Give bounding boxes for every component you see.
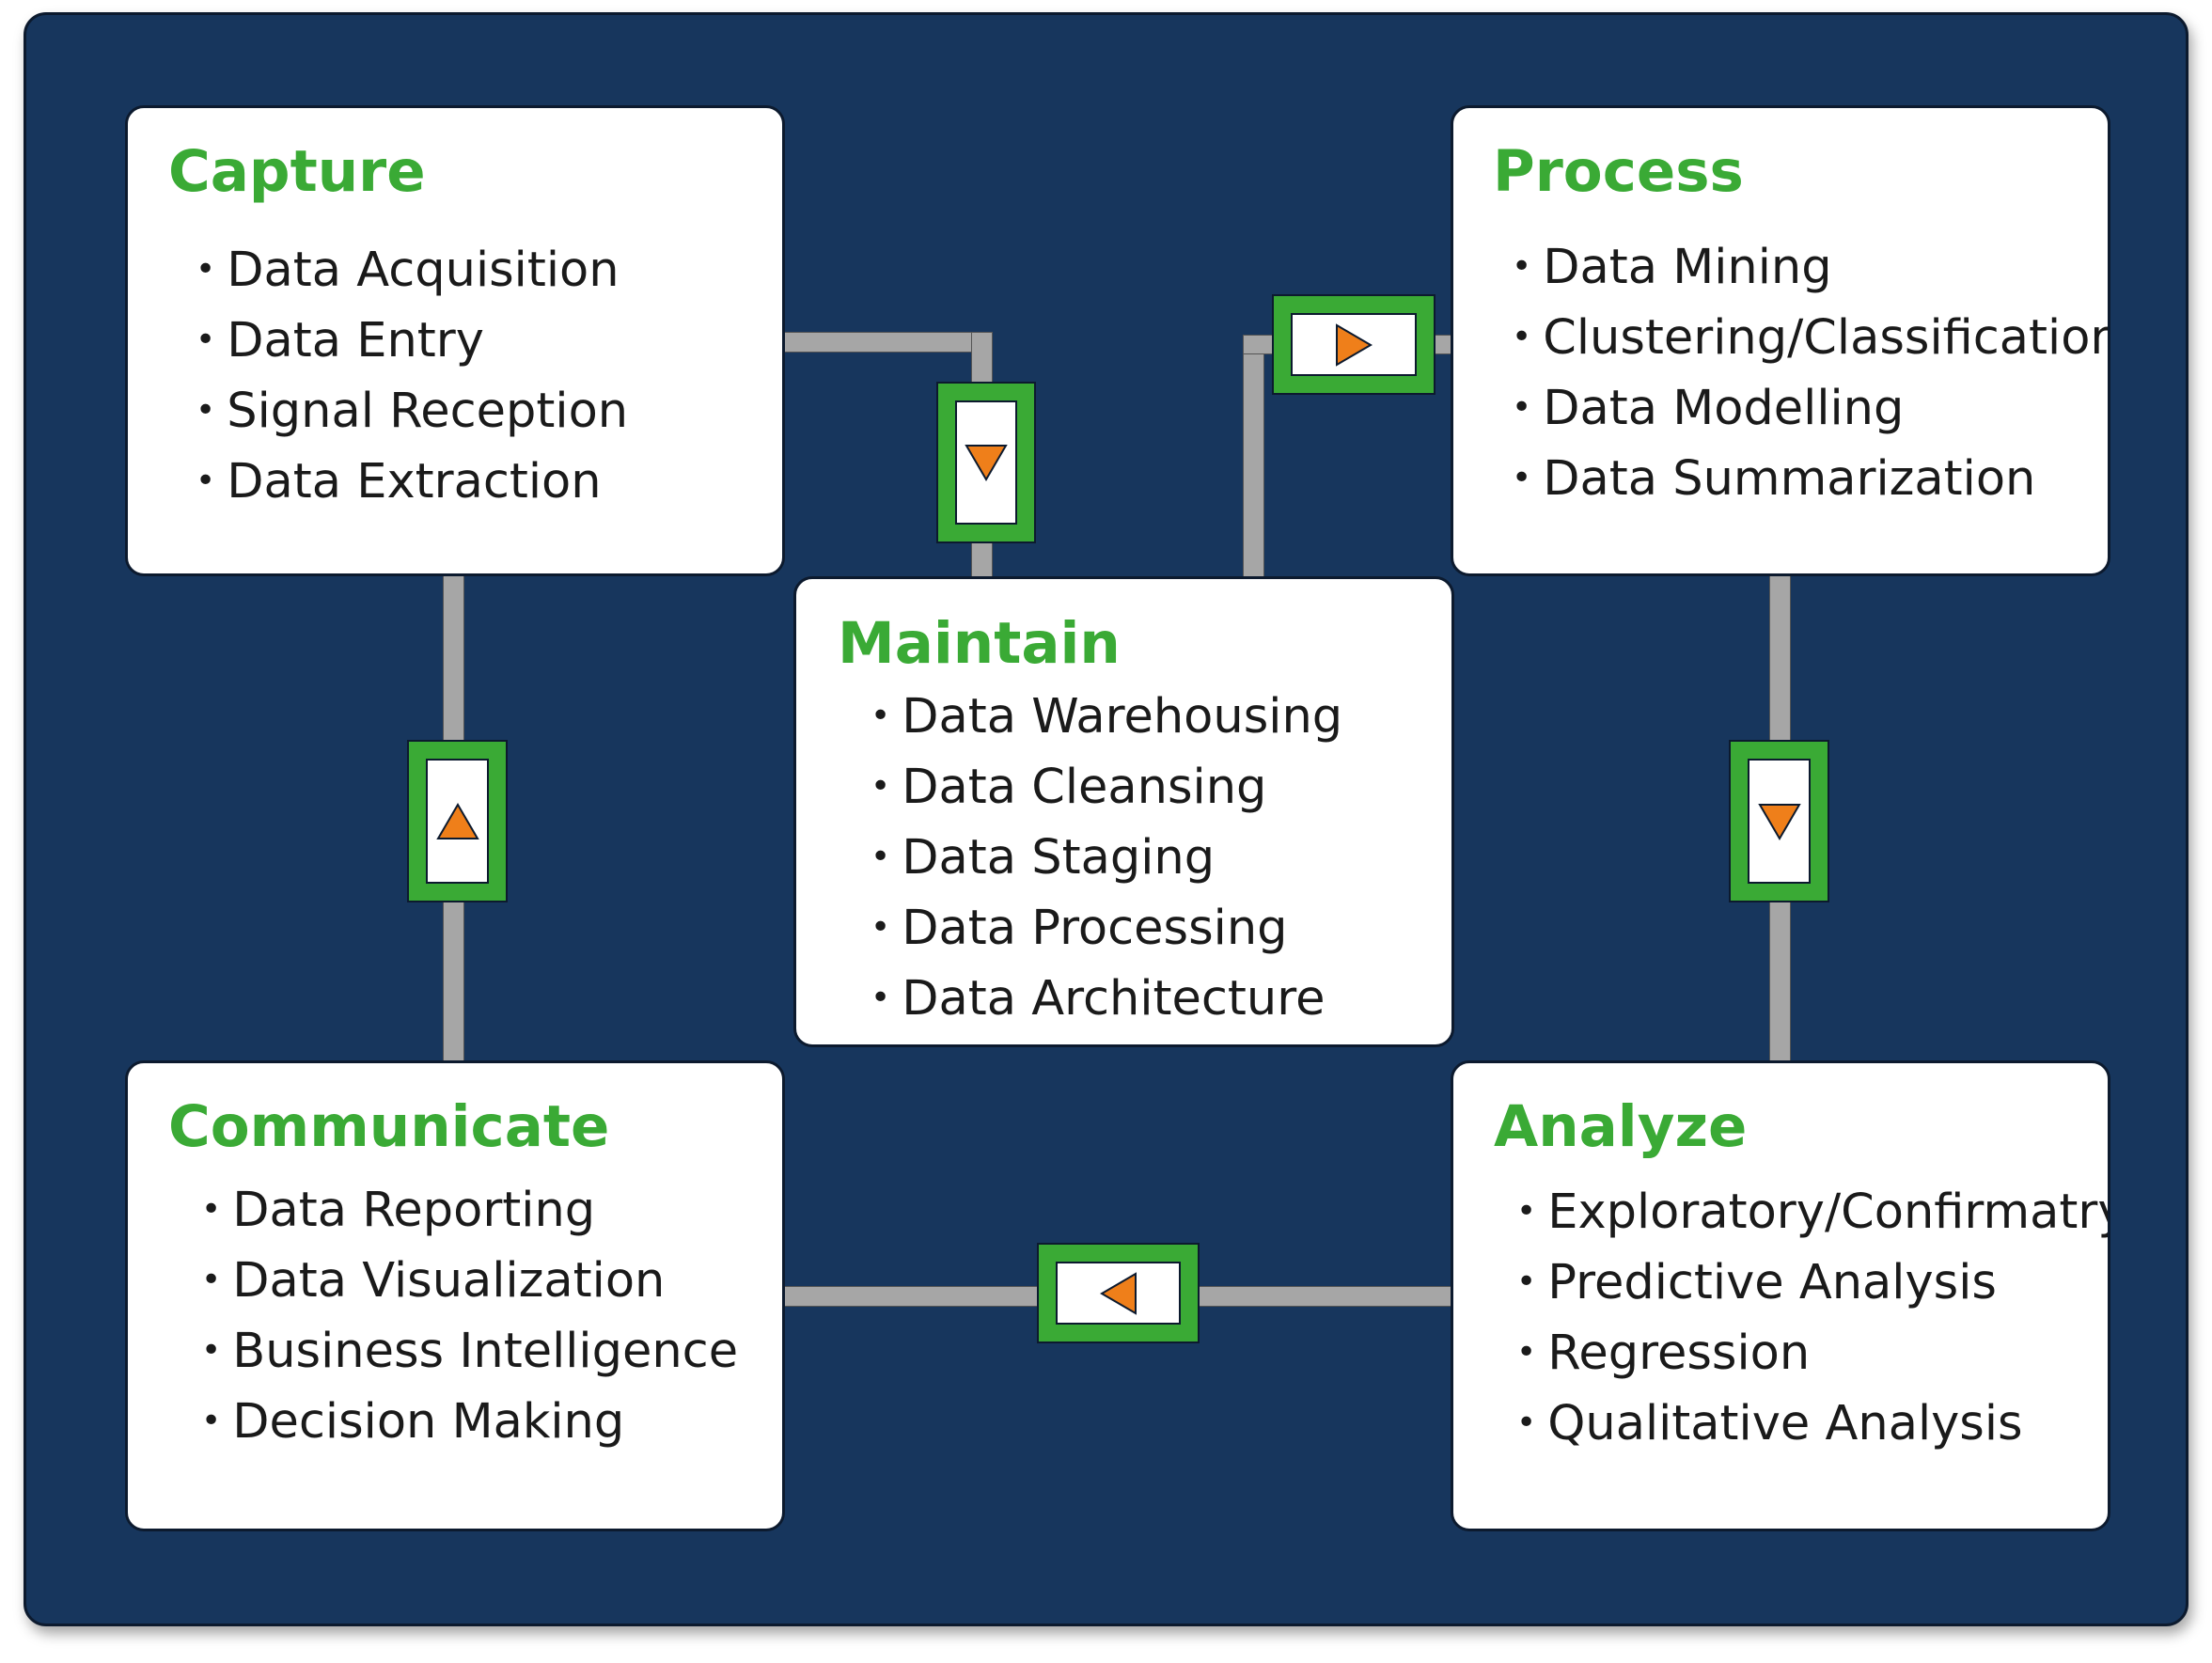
communicate-box: Communicate Data Reporting Data Visualiz… bbox=[125, 1060, 785, 1531]
maintain-box: Maintain Data Warehousing Data Cleansing… bbox=[793, 576, 1454, 1047]
list-item: Regression bbox=[1516, 1321, 2108, 1391]
list-item: Data Acquisition bbox=[196, 238, 628, 308]
valve-process-to-analyze bbox=[1729, 740, 1829, 902]
list-item: Data Processing bbox=[871, 896, 1342, 966]
list-item: Data Warehousing bbox=[871, 684, 1342, 755]
valve-capture-to-maintain bbox=[936, 382, 1036, 543]
connector-capture-maintain-h bbox=[780, 332, 993, 353]
valve-window bbox=[1291, 313, 1417, 376]
list-item: Clustering/Classification bbox=[1512, 306, 2108, 376]
valve-window bbox=[955, 400, 1017, 525]
connector-maintain-process-v bbox=[1243, 335, 1264, 581]
list-item: Exploratory/Confirmatry bbox=[1516, 1180, 2108, 1250]
list-item: Data Staging bbox=[871, 825, 1342, 896]
left-arrow-icon bbox=[1099, 1271, 1137, 1315]
list-item: Data Cleansing bbox=[871, 755, 1342, 825]
valve-window bbox=[426, 759, 489, 884]
list-item: Qualitative Analysis bbox=[1516, 1391, 2108, 1462]
communicate-list: Data Reporting Data Visualization Busine… bbox=[201, 1178, 738, 1460]
analyze-list: Exploratory/Confirmatry Predictive Analy… bbox=[1516, 1180, 2108, 1462]
down-arrow-icon bbox=[965, 445, 1008, 481]
valve-communicate-to-capture bbox=[407, 740, 508, 902]
list-item: Data Modelling bbox=[1512, 376, 2108, 447]
list-item: Data Visualization bbox=[201, 1248, 738, 1319]
list-item: Data Entry bbox=[196, 308, 628, 379]
list-item: Business Intelligence bbox=[201, 1319, 738, 1389]
list-item: Decision Making bbox=[201, 1389, 738, 1460]
process-list: Data Mining Clustering/Classification Da… bbox=[1512, 235, 2108, 517]
maintain-list: Data Warehousing Data Cleansing Data Sta… bbox=[871, 684, 1342, 1037]
capture-box: Capture Data Acquisition Data Entry Sign… bbox=[125, 105, 785, 576]
list-item: Signal Reception bbox=[196, 379, 628, 449]
valve-window bbox=[1748, 759, 1811, 884]
valve-window bbox=[1056, 1262, 1181, 1325]
list-item: Data Summarization bbox=[1512, 447, 2108, 517]
process-box: Process Data Mining Clustering/Classific… bbox=[1451, 105, 2110, 576]
list-item: Data Architecture bbox=[871, 966, 1342, 1037]
maintain-title: Maintain bbox=[838, 610, 1121, 677]
list-item: Data Mining bbox=[1512, 235, 2108, 306]
analyze-title: Analyze bbox=[1494, 1093, 1748, 1160]
list-item: Predictive Analysis bbox=[1516, 1250, 2108, 1321]
list-item: Data Extraction bbox=[196, 449, 628, 520]
capture-title: Capture bbox=[168, 138, 426, 205]
valve-analyze-to-communicate bbox=[1037, 1243, 1200, 1343]
down-arrow-icon bbox=[1757, 803, 1801, 840]
right-arrow-icon bbox=[1336, 322, 1373, 367]
up-arrow-icon bbox=[435, 802, 479, 839]
analyze-box: Analyze Exploratory/Confirmatry Predicti… bbox=[1451, 1060, 2110, 1531]
communicate-title: Communicate bbox=[168, 1093, 610, 1160]
list-item: Data Reporting bbox=[201, 1178, 738, 1248]
process-title: Process bbox=[1493, 138, 1744, 205]
valve-maintain-to-process bbox=[1272, 294, 1435, 395]
capture-list: Data Acquisition Data Entry Signal Recep… bbox=[196, 238, 628, 520]
